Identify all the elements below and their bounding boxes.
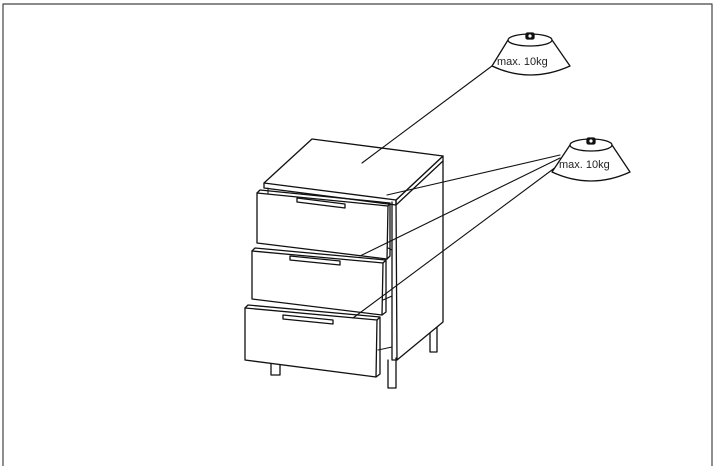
weight-icon xyxy=(551,137,631,182)
drawer-1-handle xyxy=(296,197,346,209)
page-frame xyxy=(2,3,713,466)
drawer-3-handle xyxy=(282,314,334,325)
weight-label-drawers: max. 10kg xyxy=(559,159,610,171)
drawer-2 xyxy=(251,247,387,316)
cabinet-top xyxy=(263,138,444,201)
side-edge xyxy=(391,201,398,361)
drawer-1 xyxy=(256,189,391,260)
leg-front-left xyxy=(270,361,281,376)
leg-front-right xyxy=(387,357,397,389)
weight-icon xyxy=(491,32,571,76)
weight-label-top: max. 10kg xyxy=(497,56,548,68)
drawer-3 xyxy=(244,304,381,378)
leader-lines xyxy=(352,59,565,319)
cabinet xyxy=(244,138,444,389)
drawer-2-handle xyxy=(289,255,341,266)
